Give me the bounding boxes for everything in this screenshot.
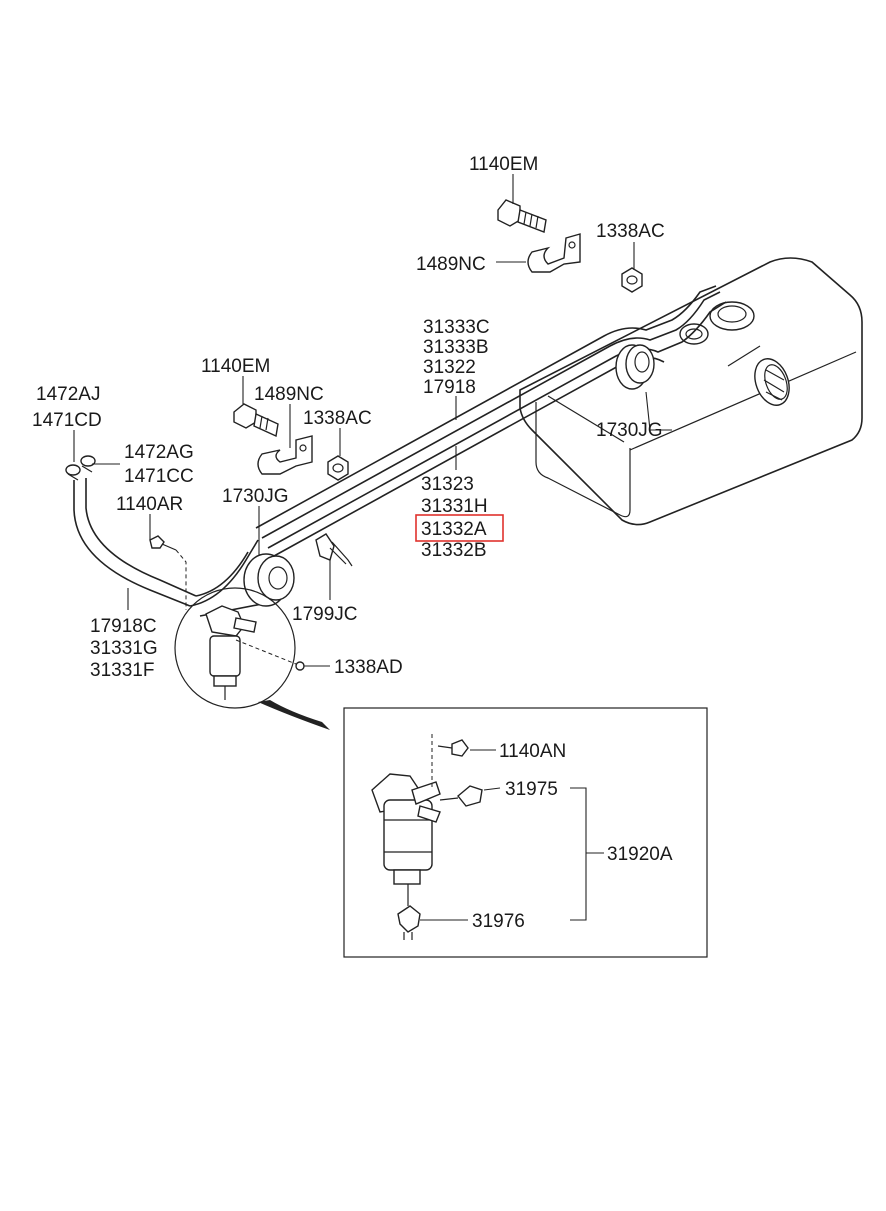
label-line-group-3-a: 17918C [90, 616, 157, 637]
label-clip: 1799JC [292, 604, 358, 625]
grommet-right [615, 344, 655, 390]
detail-box [343, 707, 708, 958]
label-cap-1: 1472AJ [36, 384, 100, 405]
leader-lines [73, 174, 672, 921]
label-bolt-top: 1140EM [469, 154, 538, 175]
fuel-tank [519, 257, 863, 526]
label-line-group-1-b: 31333B [423, 337, 489, 358]
label-nut-mid: 1338AC [303, 408, 372, 429]
label-bracket-mid: 1489NC [254, 384, 324, 405]
nut-top-icon [621, 267, 643, 293]
bolt-top-icon [497, 199, 547, 233]
filter-detail-circle [174, 587, 305, 709]
bracket-top-icon [527, 233, 581, 273]
bolt-mid-icon [233, 403, 279, 438]
label-grommet-left: 1730JG [222, 486, 289, 507]
label-grommet-right: 1730JG [596, 420, 663, 441]
highlight-box [415, 514, 504, 542]
label-highlighted-part: 31332A [421, 519, 487, 540]
label-nut-top: 1338AC [596, 221, 665, 242]
label-line-group-2-c: 31332B [421, 540, 487, 561]
label-detail-fitting-bottom: 31976 [472, 911, 525, 932]
label-clamp-2: 1471CC [124, 466, 194, 487]
label-detail-fitting-top: 31975 [505, 779, 558, 800]
detail-arrow [258, 700, 330, 730]
label-line-group-1-a: 31333C [423, 317, 490, 338]
bracket-mid-icon [257, 435, 313, 475]
label-bolt-mid: 1140EM [201, 356, 270, 377]
label-nut-bottom: 1338AD [334, 657, 403, 678]
label-line-group-1-d: 17918 [423, 377, 476, 398]
label-line-group-2-a: 31323 [421, 474, 474, 495]
callout-labels: 1140EM 1489NC 1338AC 31333C 31333B 31322… [32, 154, 673, 932]
label-clamp-1: 1471CD [32, 410, 102, 431]
label-detail-bolt: 1140AN [499, 741, 566, 762]
nut-mid-icon [327, 455, 349, 481]
grommet-left [243, 553, 295, 607]
label-bolt-left: 1140AR [116, 494, 183, 515]
label-line-group-3-c: 31331F [90, 660, 154, 681]
bolt-left-icon [149, 535, 187, 610]
label-line-group-1-c: 31322 [423, 357, 476, 378]
label-line-group-3-b: 31331G [90, 638, 158, 659]
label-line-group-2-b: 31331H [421, 496, 488, 517]
label-detail-assembly: 31920A [607, 844, 673, 865]
label-cap-2: 1472AG [124, 442, 194, 463]
filler-cap [754, 358, 790, 406]
label-bracket-top: 1489NC [416, 254, 486, 275]
line-end-caps [65, 455, 96, 481]
clip-icon [315, 533, 353, 567]
